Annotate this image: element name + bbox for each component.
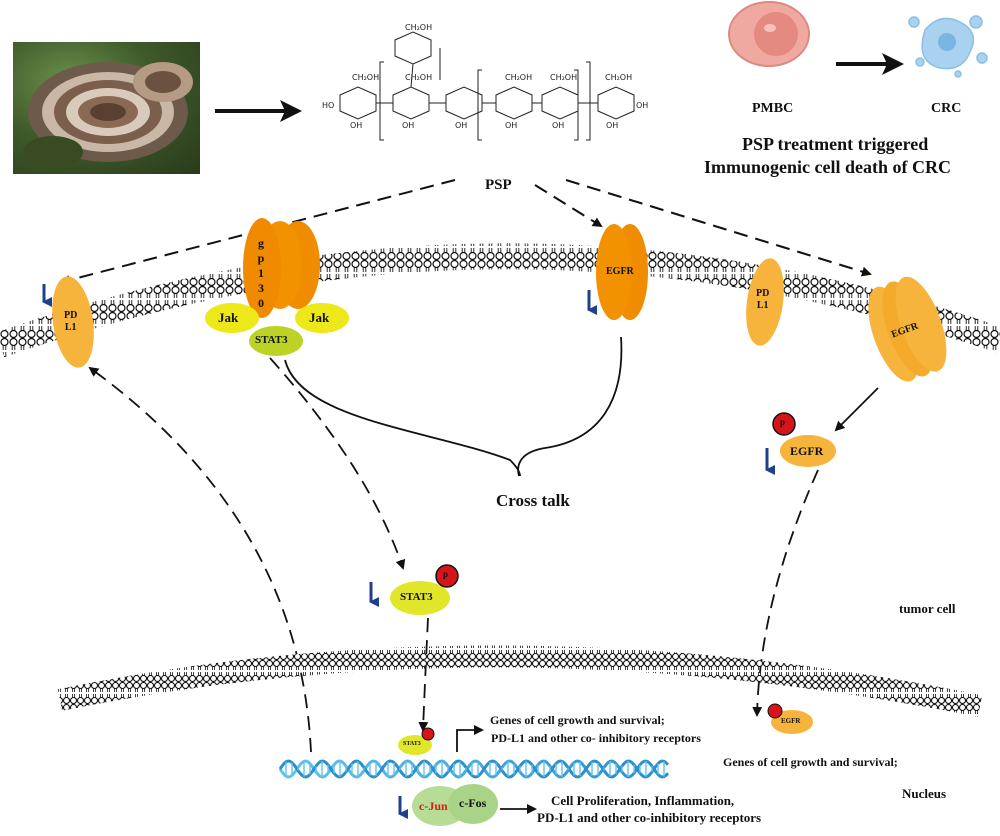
egfr-receptor-center — [596, 224, 648, 320]
stat3-phospho-cytoplasm — [390, 564, 459, 615]
psp-chemical-structure: CH₂OH CH₂OH CH₂OH CH₂OH CH₂OH CH₂OH OH O… — [322, 23, 648, 141]
svg-text:CH₂OH: CH₂OH — [550, 73, 577, 82]
phospho-p-egfr: p — [780, 417, 786, 427]
stat3-translocation-arrow — [269, 357, 406, 570]
pmbc-cell-icon — [728, 1, 810, 67]
pdl1-right — [746, 258, 784, 346]
headline-line2: Immunogenic cell death of CRC — [704, 157, 951, 177]
ap1-genes-line1: Cell Proliferation, Inflammation, — [551, 793, 735, 808]
egfr-nuclear-arrow — [752, 469, 819, 717]
tumor-cell-label: tumor cell — [899, 601, 956, 616]
crc-cell-icon — [908, 15, 988, 78]
pdl1-expression-arrow — [88, 366, 312, 753]
svg-text:OH: OH — [350, 121, 362, 130]
pdl1-left — [52, 276, 94, 368]
svg-text:HO: HO — [322, 101, 334, 110]
pmbc-label: PMBC — [752, 101, 794, 116]
c-fos-label: c-Fos — [459, 796, 487, 810]
cross-talk-lines — [284, 336, 623, 477]
jak-right — [295, 303, 349, 333]
downregulation-arrows — [42, 284, 775, 819]
phospho-p-stat3: p — [443, 569, 449, 579]
genes-egfr-label: Genes of cell growth and survival; — [723, 755, 898, 769]
stat3-nucleus — [398, 727, 435, 755]
mushroom-photo — [13, 42, 200, 174]
svg-text:CH₂OH: CH₂OH — [605, 73, 632, 82]
svg-text:CH₂OH: CH₂OH — [405, 73, 432, 82]
svg-text:OH: OH — [402, 121, 414, 130]
nuclear-membrane — [57, 645, 983, 717]
stat3-membrane-label: STAT3 — [255, 334, 288, 346]
cross-talk-label: Cross talk — [496, 491, 570, 510]
egfr-center-label: EGFR — [606, 266, 634, 277]
c-jun-label: c-Jun — [419, 799, 448, 813]
jak-left-label: Jak — [218, 310, 239, 325]
jak-right-label: Jak — [309, 310, 330, 325]
tumor-cell-membrane — [0, 243, 1000, 358]
svg-text:CH₂OH: CH₂OH — [352, 73, 379, 82]
svg-text:OH: OH — [455, 121, 467, 130]
svg-text:OH: OH — [636, 101, 648, 110]
svg-text:OH: OH — [505, 121, 517, 130]
stat3-phospho-label: STAT3 — [400, 591, 433, 603]
svg-text:OH: OH — [552, 121, 564, 130]
svg-text:CH₂OH: CH₂OH — [405, 23, 432, 32]
genes-stat3-line1: Genes of cell growth and survival; — [490, 713, 665, 727]
gp130-receptor — [243, 218, 320, 318]
egfr-receptor-right — [868, 276, 947, 382]
gp130-label: g p 1 3 0 — [257, 236, 265, 310]
svg-text:CH₂OH: CH₂OH — [505, 73, 532, 82]
ap1-complex — [412, 784, 498, 826]
nucleus-label: Nucleus — [902, 786, 947, 801]
egfr-activation-arrow — [834, 387, 879, 432]
stat3-nuclear-arrow — [418, 617, 429, 732]
psp-label: PSP — [485, 177, 512, 193]
stat3-nucleus-label: STAT3 — [403, 741, 421, 747]
egfr-nucleus-label: EGFR — [781, 717, 801, 725]
stat3-gene-arrow — [456, 725, 484, 752]
headline-line1: PSP treatment triggered — [742, 134, 929, 154]
egfr-phospho-cytoplasm — [772, 412, 836, 467]
egfr-nucleus — [767, 703, 813, 734]
ap1-genes-line2: PD-L1 and other co-inhibitory receptors — [537, 810, 762, 825]
dna-helix — [278, 759, 670, 779]
svg-text:OH: OH — [606, 121, 618, 130]
genes-stat3-line2: PD-L1 and other co- inhibitory receptors — [491, 731, 701, 745]
egfr-phospho-label: EGFR — [790, 444, 824, 458]
jak-left — [205, 303, 259, 333]
crc-label: CRC — [931, 101, 962, 116]
stat3-membrane — [249, 326, 303, 356]
